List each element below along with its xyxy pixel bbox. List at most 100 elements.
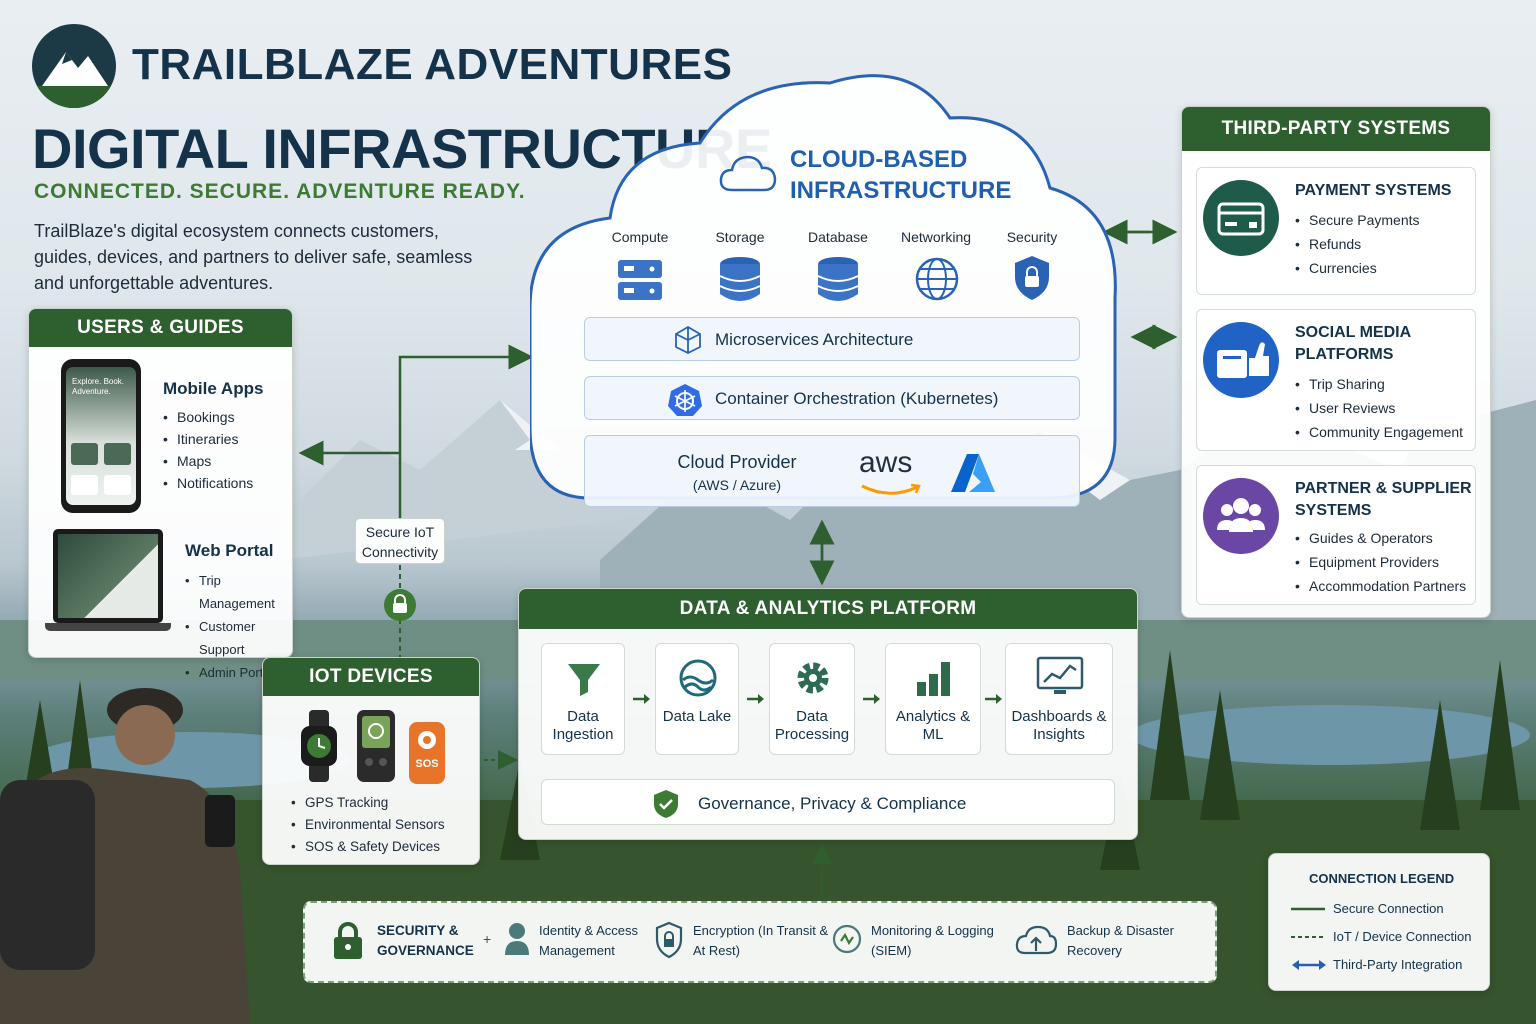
list-item: Environmental Sensors (291, 814, 445, 836)
arrow-right-icon (747, 694, 764, 704)
kubernetes-icon (668, 384, 702, 416)
cloud-provider-subtitle: (AWS / Azure) (692, 477, 782, 493)
padlock-icon (334, 922, 362, 959)
security-item-label: Monitoring & Logging (SIEM) (871, 923, 994, 958)
users-guides-panel: USERS & GUIDES Explore. Book. Adventure.… (28, 308, 293, 684)
cloud-upload-icon (1015, 925, 1057, 955)
shield-lock-icon (1015, 256, 1049, 300)
iot-devices-title: IOT DEVICES (263, 658, 479, 696)
aws-logo-text: aws (859, 446, 913, 479)
list-item: Trip Management (185, 569, 292, 615)
security-item-label: Identity & Access Management (539, 923, 638, 958)
stage-label: Analytics & ML (895, 708, 971, 743)
data-analytics-panel: DATA & ANALYTICS PLATFORM Data Ingestion… (518, 588, 1138, 840)
legend-item: IoT / Device Connection (1333, 929, 1472, 944)
smartwatch-icon (301, 710, 337, 782)
stage-label: Data Ingestion (552, 708, 614, 743)
cube-icon (675, 325, 701, 355)
tagline: CONNECTED. SECURE. ADVENTURE READY. (34, 180, 526, 203)
credit-card-icon (1217, 202, 1265, 236)
list-item: Equipment Providers (1295, 550, 1466, 574)
intro-text: TrailBlaze's digital ecosystem connects … (34, 221, 473, 293)
microservices-bar: Microservices Architecture (584, 317, 1080, 361)
sos-alert-icon (418, 731, 436, 749)
list-item: Customer Support (185, 615, 292, 661)
security-title: SECURITY & GOVERNANCE (377, 923, 474, 958)
mobile-apps-title: Mobile Apps (163, 379, 264, 398)
cloud-icon (719, 155, 777, 192)
gps-tracker-icon (357, 710, 395, 782)
security-item-label: Backup & Disaster Recovery (1067, 923, 1174, 958)
monitoring-icon (832, 924, 862, 954)
iot-devices-panel: IOT DEVICES SOS GPS Tracking Environment… (262, 657, 480, 865)
cloud-provider-title: Cloud Provider (677, 452, 797, 472)
list-item: Trip Sharing (1295, 372, 1463, 396)
service-storage-label: Storage (715, 229, 765, 245)
social-media-title: SOCIAL MEDIA PLATFORMS (1295, 324, 1411, 363)
phone-screen-text: Explore. Book. Adventure. (72, 377, 125, 396)
list-item: Community Engagement (1295, 420, 1463, 444)
social-media-card: SOCIAL MEDIA PLATFORMS Trip Sharing User… (1196, 309, 1476, 451)
stage-data-ingestion: Data Ingestion (541, 643, 625, 755)
connection-legend: CONNECTION LEGEND Secure Connection IoT … (1268, 853, 1490, 991)
container-orchestration-bar: Container Orchestration (Kubernetes) (584, 376, 1080, 420)
laptop-illustration (45, 529, 171, 635)
users-guides-title: USERS & GUIDES (29, 309, 292, 347)
stage-dashboards-insights: Dashboards & Insights (1005, 643, 1113, 755)
list-item: User Reviews (1295, 396, 1463, 420)
third-party-title: THIRD-PARTY SYSTEMS (1182, 107, 1490, 151)
security-item-label: Encryption (In Transit & At Rest) (693, 923, 829, 958)
microservices-label: Microservices Architecture (715, 330, 914, 349)
list-item: Admin Portal (185, 661, 292, 684)
legend-dashed-line (1291, 936, 1325, 938)
service-database-label: Database (808, 229, 868, 245)
list-item: Secure Payments (1295, 208, 1420, 232)
arrow-right-icon (985, 694, 1002, 704)
payment-circle (1203, 180, 1279, 256)
user-icon (505, 923, 529, 955)
hiker-figure (0, 688, 250, 1024)
list-item: Bookings (163, 406, 263, 428)
encryption-shield-icon (655, 921, 683, 959)
web-portal-list: Trip Management Customer Support Admin P… (185, 569, 292, 684)
governance-bar: Governance, Privacy & Compliance (541, 779, 1115, 825)
payment-systems-list: Secure Payments Refunds Currencies (1295, 208, 1420, 280)
arrow-right-icon (633, 694, 650, 704)
sos-device: SOS (409, 722, 445, 784)
stage-label: Data Lake (662, 708, 732, 725)
payment-systems-card: PAYMENT SYSTEMS Secure Payments Refunds … (1196, 167, 1476, 295)
bar-chart-icon (917, 662, 950, 696)
aws-smile-icon (861, 483, 921, 495)
secure-iot-connectivity-label: Secure IoT Connectivity (355, 518, 445, 564)
brand-logo (32, 24, 116, 108)
dashboard-monitor-icon (1036, 656, 1084, 694)
partner-supplier-card: PARTNER & SUPPLIER SYSTEMS Guides & Oper… (1196, 465, 1476, 605)
gear-icon (797, 662, 829, 694)
service-security-label: Security (1006, 229, 1058, 245)
water-wave-icon (679, 659, 717, 697)
shield-check-icon (654, 790, 678, 818)
list-item: Currencies (1295, 256, 1420, 280)
server-icon (618, 260, 662, 300)
governance-label: Governance, Privacy & Compliance (698, 794, 967, 813)
list-item: Guides & Operators (1295, 526, 1466, 550)
list-item: Accommodation Partners (1295, 574, 1466, 598)
brand-name: TRAILBLAZE ADVENTURES (132, 40, 733, 89)
legend-item: Secure Connection (1333, 901, 1444, 916)
globe-icon (915, 257, 959, 301)
list-item: Maps (163, 450, 263, 472)
mobile-apps-list: Bookings Itineraries Maps Notifications (163, 406, 263, 494)
stage-data-processing: Data Processing (769, 643, 855, 755)
list-item: Refunds (1295, 232, 1420, 256)
cloud-title: CLOUD-BASED INFRASTRUCTURE (790, 146, 1012, 204)
legend-item: Third-Party Integration (1333, 957, 1463, 972)
list-item: Itineraries (163, 428, 263, 450)
stage-label: Data Processing (774, 708, 850, 743)
iot-devices-list: GPS Tracking Environmental Sensors SOS &… (291, 792, 445, 858)
list-item: SOS & Safety Devices (291, 836, 445, 858)
stage-data-lake: Data Lake (655, 643, 739, 755)
partner-supplier-list: Guides & Operators Equipment Providers A… (1295, 526, 1466, 598)
storage-icon (719, 257, 761, 301)
social-circle (1203, 322, 1279, 398)
legend-double-arrow (1292, 960, 1326, 970)
